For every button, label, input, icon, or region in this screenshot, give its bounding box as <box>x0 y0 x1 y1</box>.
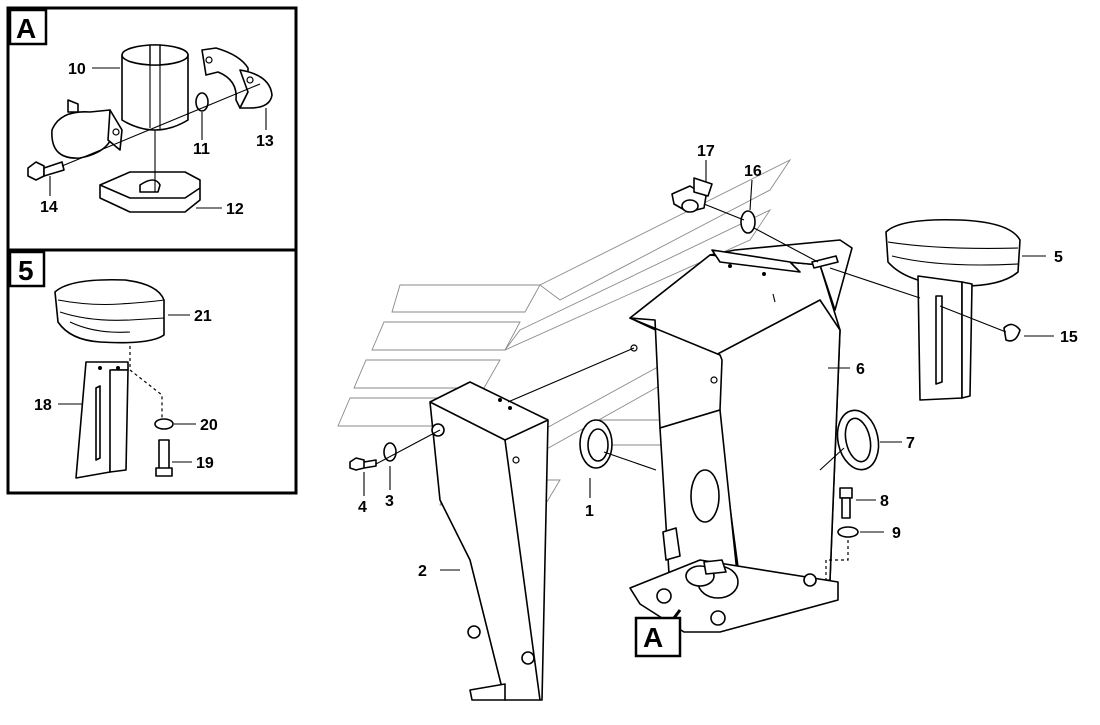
assembly-dash-line <box>825 540 849 580</box>
inset-a: A <box>6 6 298 252</box>
part-7-seal <box>836 409 880 471</box>
part-2-panel <box>429 381 549 701</box>
part-6-column <box>629 239 853 633</box>
label-10: 10 <box>68 61 86 78</box>
inset-a-tag: A <box>16 13 36 44</box>
inset-a-axis-line <box>61 83 261 167</box>
label-12: 12 <box>226 201 244 218</box>
part-20-washer <box>154 418 174 430</box>
part-10-sleeve <box>121 44 189 131</box>
callout-a: A <box>634 609 682 658</box>
label-20: 20 <box>200 417 218 434</box>
assembly-line <box>375 429 441 465</box>
part-14-bolt <box>27 161 65 181</box>
assembly-line <box>753 227 819 263</box>
part-9-washer <box>837 526 859 538</box>
clamp-left <box>51 99 123 159</box>
label-15: 15 <box>1060 329 1078 346</box>
label-18: 18 <box>34 397 52 414</box>
label-11: 11 <box>193 141 210 158</box>
label-21: 21 <box>194 308 212 325</box>
label-5: 5 <box>1054 249 1063 266</box>
part-12-plate <box>99 171 201 213</box>
part-21-pad <box>54 278 165 344</box>
part-17-sensor <box>671 177 713 213</box>
part-19-bolt <box>155 439 173 477</box>
inset-5: 5 21 18 20 19 <box>6 248 298 495</box>
clamp-right <box>201 47 273 109</box>
assembly-line <box>507 347 635 403</box>
inset-5-tag: 5 <box>18 255 34 286</box>
part-5-headrest <box>885 218 1021 401</box>
assembly-line <box>819 447 845 471</box>
label-2: 2 <box>418 563 427 580</box>
assembly-line <box>603 451 657 471</box>
label-8: 8 <box>880 493 889 510</box>
inset-5-dash-line <box>129 346 163 420</box>
part-1-grommet <box>579 419 613 469</box>
part-4-bolt <box>349 457 377 471</box>
label-14: 14 <box>40 199 58 216</box>
label-16: 16 <box>744 163 762 180</box>
label-19: 19 <box>196 455 214 472</box>
label-7: 7 <box>906 435 915 452</box>
label-17: 17 <box>697 143 715 160</box>
label-6: 6 <box>856 361 865 378</box>
assembly-line <box>829 267 921 299</box>
label-3: 3 <box>385 493 394 510</box>
callout-a-tag: A <box>643 622 663 653</box>
label-13: 13 <box>256 133 274 150</box>
assembly-line <box>939 305 1007 333</box>
part-18-bracket <box>75 361 129 479</box>
part-16-washer <box>740 210 756 234</box>
assembly-line <box>703 203 745 221</box>
part-8-bolt <box>839 487 853 519</box>
part-15-bolt <box>1003 323 1021 342</box>
label-9: 9 <box>892 525 901 542</box>
part-3-washer <box>383 442 397 462</box>
label-1: 1 <box>585 503 594 520</box>
label-4: 4 <box>358 499 367 516</box>
